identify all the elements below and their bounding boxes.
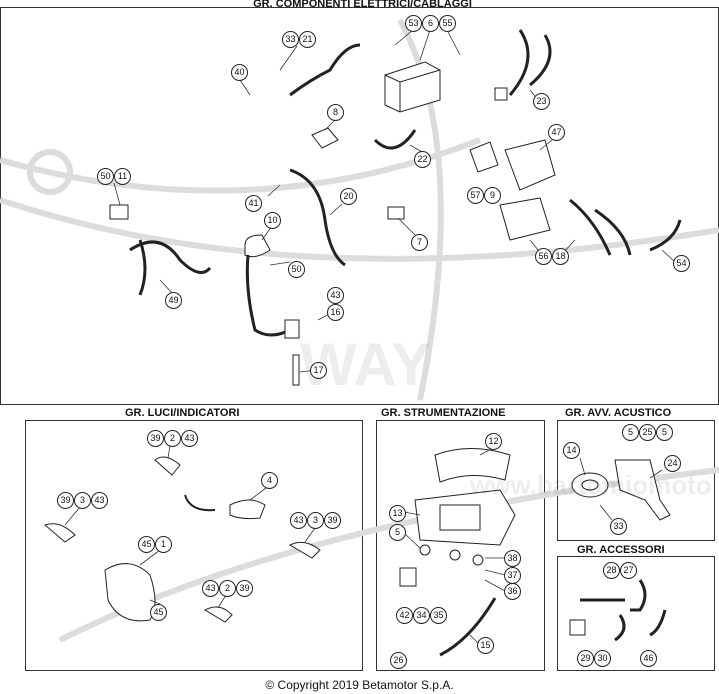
- callout-30: 30: [594, 650, 611, 667]
- callout-33: 33: [282, 31, 299, 48]
- callout-43: 43: [327, 287, 344, 304]
- callout-36: 36: [504, 583, 521, 600]
- callout-37: 37: [504, 567, 521, 584]
- accessories-parts: [569, 579, 667, 642]
- callout-35: 35: [430, 607, 447, 624]
- callout-38: 38: [504, 550, 521, 567]
- section-title-horn: GR. AVV. ACUSTICO: [562, 407, 675, 419]
- callout-16: 16: [327, 304, 344, 321]
- lights-leaders: [64, 444, 316, 609]
- horn-frame: [557, 420, 715, 541]
- callout-horn-33: 33: [610, 518, 627, 535]
- callout-2b: 2: [219, 580, 236, 597]
- callout-23: 23: [533, 93, 550, 110]
- callout-18: 18: [552, 248, 569, 265]
- section-title-lights: GR. LUCI/INDICATORI: [122, 407, 243, 419]
- lights-parts: [43, 456, 321, 623]
- callout-39b: 39: [57, 492, 74, 509]
- callout-39d: 39: [236, 580, 253, 597]
- callout-28: 28: [603, 562, 620, 579]
- callout-2a: 2: [164, 430, 181, 447]
- callout-22: 22: [414, 151, 431, 168]
- section-title-instruments: GR. STRUMENTAZIONE: [378, 407, 509, 419]
- callout-47: 47: [548, 124, 565, 141]
- callout-8: 8: [327, 104, 344, 121]
- callout-26: 26: [390, 652, 407, 669]
- watermark-url: www.bartomiomoto: [470, 470, 712, 500]
- section-title-accessories: GR. ACCESSORI: [574, 544, 668, 556]
- callout-17: 17: [310, 362, 327, 379]
- callout-horn-5a: 5: [622, 424, 639, 441]
- callout-43d: 43: [202, 580, 219, 597]
- callout-24: 24: [664, 455, 681, 472]
- callout-3a: 3: [74, 492, 91, 509]
- callout-9: 9: [484, 187, 501, 204]
- callout-11: 11: [114, 168, 131, 185]
- callout-46: 46: [640, 650, 657, 667]
- instruments-parts: [399, 448, 516, 657]
- callout-15: 15: [477, 637, 494, 654]
- callout-20: 20: [340, 188, 357, 205]
- copyright-footer: © Copyright 2019 Betamotor S.p.A.: [265, 678, 454, 692]
- callout-57: 57: [467, 187, 484, 204]
- callout-40: 40: [231, 64, 248, 81]
- callout-54: 54: [673, 255, 690, 272]
- callout-45a: 45: [138, 536, 155, 553]
- callout-27: 27: [620, 562, 637, 579]
- callout-10: 10: [264, 212, 281, 229]
- callout-43b: 43: [91, 492, 108, 509]
- callout-41: 41: [245, 195, 262, 212]
- callout-45b: 45: [150, 604, 167, 621]
- callout-14: 14: [563, 442, 580, 459]
- callout-42: 42: [396, 607, 413, 624]
- callout-5: 5: [389, 524, 406, 541]
- section-title-electrical: GR. COMPONENTI ELETTRICI/CABLAGGI: [253, 0, 472, 10]
- callout-4: 4: [261, 472, 278, 489]
- callout-55: 55: [439, 15, 456, 32]
- accessories-frame: [557, 556, 715, 671]
- instruments-leaders: [403, 447, 506, 644]
- callout-34: 34: [413, 607, 430, 624]
- callout-7: 7: [411, 234, 428, 251]
- callout-horn-5b: 5: [656, 424, 673, 441]
- instruments-frame: [376, 420, 545, 671]
- callout-49: 49: [165, 292, 182, 309]
- callout-21: 21: [299, 31, 316, 48]
- callout-50b: 50: [288, 261, 305, 278]
- callout-13: 13: [389, 505, 406, 522]
- callout-29: 29: [577, 650, 594, 667]
- callout-50a: 50: [97, 168, 114, 185]
- lights-frame: [25, 420, 363, 671]
- callout-39a: 39: [147, 430, 164, 447]
- electrical-parts: [109, 29, 682, 386]
- callout-1: 1: [155, 536, 172, 553]
- callout-56: 56: [535, 248, 552, 265]
- callout-53: 53: [405, 15, 422, 32]
- horn-leaders: [579, 457, 663, 521]
- callout-43a: 43: [181, 430, 198, 447]
- callout-39c: 39: [324, 512, 341, 529]
- horn-parts: [571, 459, 671, 521]
- callout-25: 25: [639, 424, 656, 441]
- callout-3b: 3: [307, 512, 324, 529]
- callout-12: 12: [485, 433, 502, 450]
- callout-43c: 43: [290, 512, 307, 529]
- callout-6: 6: [422, 15, 439, 32]
